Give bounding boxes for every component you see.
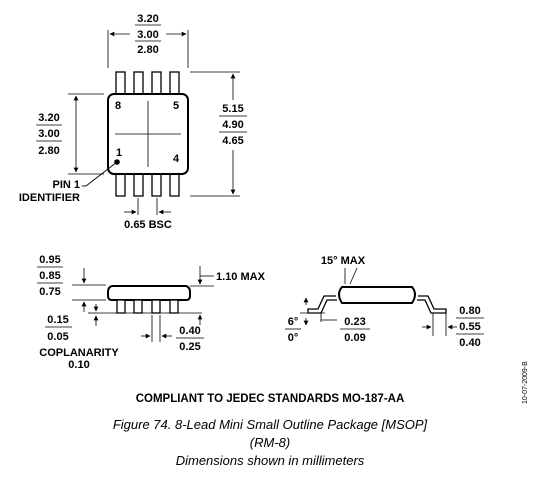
pitch-label: 0.65 BSC bbox=[124, 219, 172, 231]
end-body bbox=[338, 286, 416, 304]
side-leads bbox=[116, 299, 179, 314]
top-view: 8 5 1 4 3.20 3.00 2.80 3.20 3.00 2.80 bbox=[19, 13, 247, 231]
overall-nom: 4.90 bbox=[222, 119, 243, 131]
lead-thickness-min: 0.09 bbox=[344, 332, 365, 344]
pin-label-1: 1 bbox=[116, 147, 122, 159]
foot-length-max: 0.80 bbox=[459, 305, 480, 317]
lead-width-max: 0.40 bbox=[179, 325, 200, 337]
top-leads bbox=[115, 71, 180, 97]
foot-angle-min: 0° bbox=[288, 332, 299, 344]
doc-code: 10-07-2009-B bbox=[522, 361, 529, 404]
width-nom: 3.00 bbox=[137, 29, 158, 41]
overall-max: 5.15 bbox=[222, 103, 243, 115]
length-nom: 3.00 bbox=[38, 128, 59, 140]
foot-length-min: 0.40 bbox=[459, 337, 480, 349]
end-view: 6° 0° 15° MAX 0.23 0.09 0.80 0.55 0.40 bbox=[285, 255, 484, 349]
coplanarity-label: COPLANARITY bbox=[39, 347, 119, 359]
pin1-label-2: IDENTIFIER bbox=[19, 192, 80, 204]
foot-angle-max: 6° bbox=[288, 316, 299, 328]
lead-width-min: 0.25 bbox=[179, 341, 200, 353]
pin-label-5: 5 bbox=[173, 100, 179, 112]
foot-length-nom: 0.55 bbox=[459, 321, 480, 333]
side-view: 1.10 MAX 0.95 0.85 0.75 0.15 0.05 0.40 0… bbox=[37, 254, 266, 371]
compliance-note: COMPLIANT TO JEDEC STANDARDS MO-187-AA bbox=[135, 393, 405, 405]
overall-min: 4.65 bbox=[222, 135, 243, 147]
figure-caption-units: Dimensions shown in millimeters bbox=[175, 453, 365, 468]
width-min: 2.80 bbox=[137, 44, 158, 56]
length-min: 2.80 bbox=[38, 145, 59, 157]
length-max: 3.20 bbox=[38, 112, 59, 124]
figure-caption-code: (RM-8) bbox=[249, 435, 291, 450]
standoff-max: 0.15 bbox=[47, 314, 68, 326]
coplanarity-value: 0.10 bbox=[68, 359, 89, 371]
width-max: 3.20 bbox=[137, 13, 158, 25]
max-height-label: 1.10 MAX bbox=[216, 271, 266, 283]
angle-label: 15° MAX bbox=[321, 255, 366, 267]
bottom-leads bbox=[115, 171, 180, 197]
standoff-height-max: 0.95 bbox=[39, 254, 60, 266]
end-lead-left bbox=[307, 295, 337, 314]
figure-caption: Figure 74. 8-Lead Mini Small Outline Pac… bbox=[112, 417, 428, 432]
standoff-min: 0.05 bbox=[47, 331, 68, 343]
end-lead-right bbox=[417, 295, 447, 314]
side-body bbox=[107, 285, 191, 301]
pin-label-8: 8 bbox=[115, 100, 121, 112]
standoff-height-min: 0.75 bbox=[39, 286, 60, 298]
pin-label-4: 4 bbox=[173, 153, 180, 165]
standoff-height-nom: 0.85 bbox=[39, 270, 60, 282]
lead-thickness-max: 0.23 bbox=[344, 316, 365, 328]
pin1-label: PIN 1 bbox=[52, 179, 80, 191]
